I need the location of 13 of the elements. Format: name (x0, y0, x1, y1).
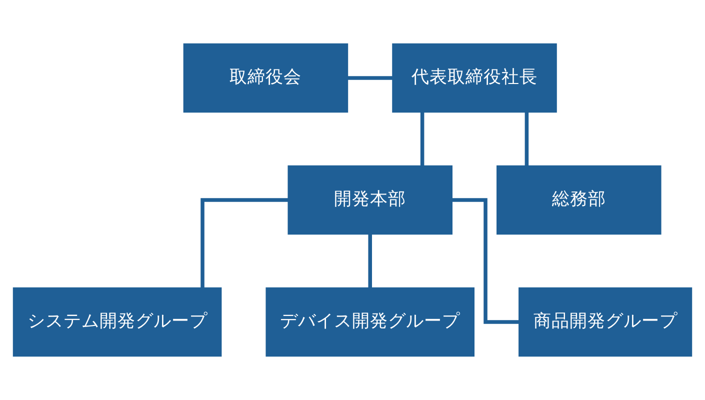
connector (420, 112, 424, 166)
node-box: 総務部 (496, 165, 662, 235)
node-box: 代表取締役社長 (392, 43, 557, 113)
connector (368, 234, 372, 288)
connector (452, 198, 519, 324)
node-box: デバイス開発グループ (266, 287, 474, 357)
connector (200, 198, 288, 288)
connector (348, 76, 392, 80)
node-box: 開発本部 (288, 165, 452, 235)
node-box: 商品開発グループ (518, 287, 692, 357)
node-box: システム開発グループ (12, 287, 222, 357)
node-box: 取締役会 (183, 43, 348, 113)
connector (524, 112, 529, 166)
